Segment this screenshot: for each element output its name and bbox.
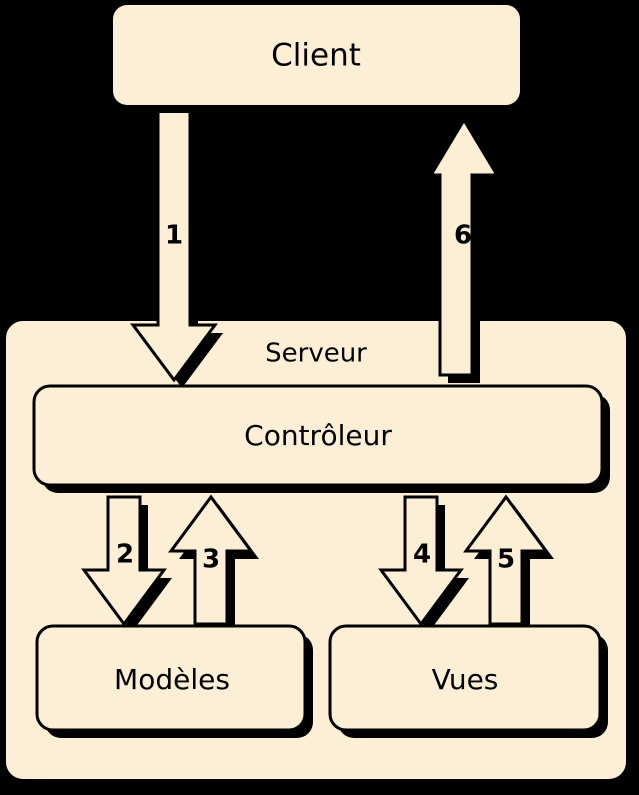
serveur-label: Serveur <box>265 339 367 369</box>
arrow-5-number: 5 <box>497 545 515 575</box>
arrow-6-number: 6 <box>454 221 472 251</box>
controleur-label: Contrôleur <box>244 419 392 452</box>
vues-body <box>328 624 602 732</box>
arrow-4-number: 4 <box>413 540 431 570</box>
node-modeles[interactable]: Modèles <box>35 624 313 738</box>
block-arrow-down-icon <box>130 103 218 383</box>
block-arrow-down-icon <box>81 495 167 627</box>
arrow-5[interactable]: 5 <box>463 494 554 632</box>
block-arrow-up-icon <box>428 117 500 377</box>
arrow-2-number: 2 <box>116 540 134 570</box>
client-label: Client <box>271 38 361 74</box>
block-arrow-down-icon <box>378 495 464 627</box>
node-vues[interactable]: Vues <box>328 624 608 738</box>
arrow-3-number: 3 <box>202 545 220 575</box>
node-client[interactable]: Client <box>113 5 528 113</box>
arrow-3[interactable]: 3 <box>168 494 259 632</box>
block-arrow-up-icon <box>168 494 254 626</box>
arrow-4[interactable]: 4 <box>378 495 469 632</box>
modeles-label: Modèles <box>114 663 230 696</box>
node-controleur[interactable]: Contrôleur <box>32 384 610 493</box>
client-body <box>113 5 520 105</box>
arrow-1-number: 1 <box>165 221 183 251</box>
arrow-6[interactable]: 6 <box>428 117 505 383</box>
modeles-body <box>35 624 307 732</box>
arrow-1[interactable]: 1 <box>130 103 223 388</box>
vues-label: Vues <box>432 663 499 696</box>
arrow-2[interactable]: 2 <box>81 495 172 632</box>
block-arrow-up-icon <box>463 494 549 626</box>
controleur-body <box>32 384 604 487</box>
